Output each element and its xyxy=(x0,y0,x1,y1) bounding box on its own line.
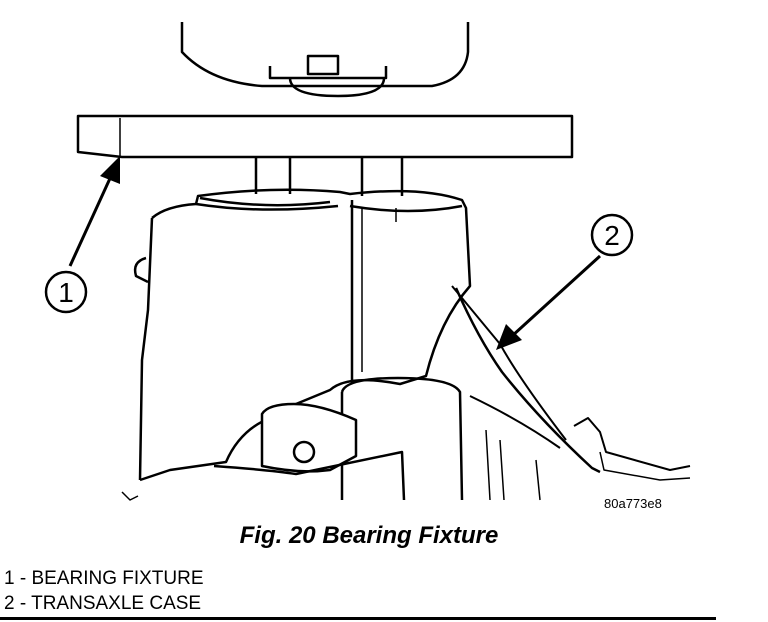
legend: 1 - BEARING FIXTURE 2 - TRANSAXLE CASE xyxy=(4,566,204,616)
divider-rule xyxy=(0,617,716,620)
callout-2-arrow xyxy=(496,254,602,350)
press-ram xyxy=(180,22,470,88)
bearing-fixture-plate xyxy=(76,114,574,159)
callout-1-number: 1 xyxy=(58,277,74,308)
callout-2-number: 2 xyxy=(604,220,620,251)
callout-2: 2 xyxy=(590,213,634,257)
legend-item: 1 - BEARING FIXTURE xyxy=(4,568,204,589)
figure-code: 80a773e8 xyxy=(604,496,662,511)
bearing-fixture-drawing: 1 2 xyxy=(44,22,691,501)
callout-1-arrow xyxy=(68,156,120,267)
technical-illustration: 1 2 xyxy=(44,22,691,501)
callout-1: 1 xyxy=(44,270,88,314)
figure-caption: Fig. 20 Bearing Fixture xyxy=(239,522,499,549)
legend-item: 2 - TRANSAXLE CASE xyxy=(4,593,202,614)
